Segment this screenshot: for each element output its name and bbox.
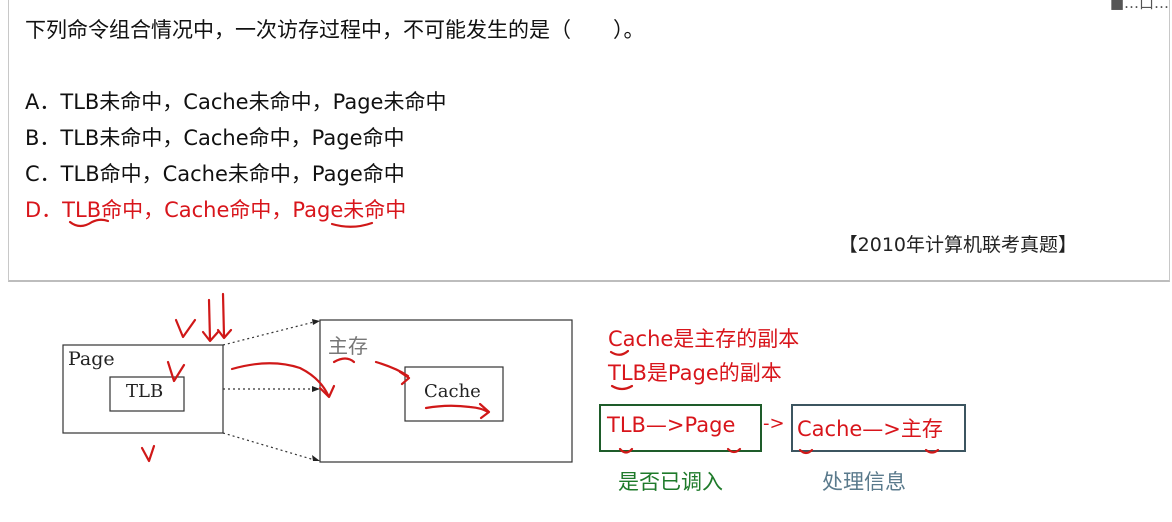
flow-box-cache-memory-text: Cache—>主存: [797, 417, 943, 441]
main-memory-label: 主存: [328, 334, 368, 358]
flow-box-tlb-page-text: TLB—>Page: [607, 413, 736, 437]
question-stem: 下列命令组合情况中，一次访存过程中，不可能发生的是（ ）。: [25, 18, 645, 42]
note-cache-copy: Cache是主存的副本: [608, 327, 800, 351]
caption-process-info: 处理信息: [822, 470, 906, 494]
cache-label: Cache: [424, 381, 481, 402]
option-c: C．TLB命中，Cache未命中，Page命中: [25, 162, 405, 186]
option-b: B．TLB未命中，Cache命中，Page命中: [25, 126, 405, 150]
mapping-arrowheads: [312, 319, 320, 461]
question-source: 【2010年计算机联考真题】: [838, 234, 1077, 256]
flow-arrow-text: ->: [763, 413, 785, 434]
tlb-label: TLB: [126, 381, 164, 402]
note-tlb-copy: TLB是Page的副本: [608, 361, 782, 385]
page-label: Page: [68, 348, 115, 370]
option-d-answer: D．TLB命中，Cache命中，Page未命中: [25, 198, 407, 222]
option-a: A．TLB未命中，Cache未命中，Page未命中: [25, 90, 447, 114]
mapping-lines: [222, 320, 319, 462]
caption-loaded: 是否已调入: [618, 470, 723, 494]
question-panel: 下列命令组合情况中，一次访存过程中，不可能发生的是（ ）。 A．TLB未命中，C…: [8, 0, 1170, 282]
corner-watermark: ■…口…: [1109, 0, 1169, 12]
